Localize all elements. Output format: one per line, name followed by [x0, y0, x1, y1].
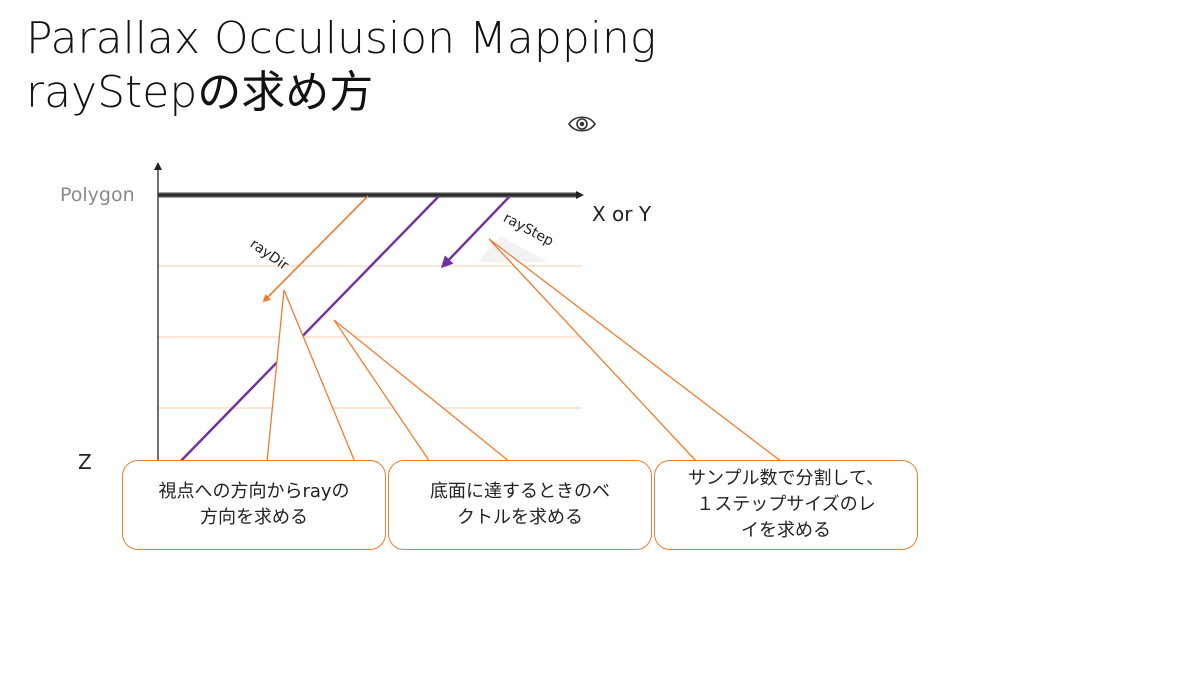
callout-2-pointer — [333, 319, 511, 463]
callout-view-direction: 視点への方向からrayの 方向を求める — [122, 460, 386, 550]
title-line-1: Parallax Occulusion Mapping — [26, 13, 657, 64]
polygon-label: Polygon — [60, 184, 135, 206]
x-axis-label: X or Y — [592, 202, 652, 226]
z-axis-label: Z — [78, 450, 92, 474]
callout-2-text: 底面に達するときのベ クトルを求める — [430, 481, 610, 528]
callout-3-pointer — [488, 238, 783, 463]
callout-step-ray: サンプル数で分割して、 １ステップサイズのレ イを求める — [654, 460, 918, 550]
faint-triangle-top — [478, 236, 548, 262]
callout-1-pointer — [266, 289, 356, 463]
ray-dir-arrow — [262, 195, 369, 303]
callout-1-text: 視点への方向からrayの 方向を求める — [158, 481, 350, 528]
title-line-2: rayStepの求め方 — [26, 67, 374, 118]
ray-step-arrow — [440, 195, 511, 269]
eye-icon[interactable] — [566, 112, 598, 136]
slide-title: Parallax Occulusion Mapping rayStepの求め方 — [26, 12, 656, 120]
callout-3-text: サンプル数で分割して、 １ステップサイズのレ イを求める — [687, 468, 885, 541]
callout-bottom-vector: 底面に達するときのベ クトルを求める — [388, 460, 652, 550]
full-ray-line — [175, 195, 440, 467]
